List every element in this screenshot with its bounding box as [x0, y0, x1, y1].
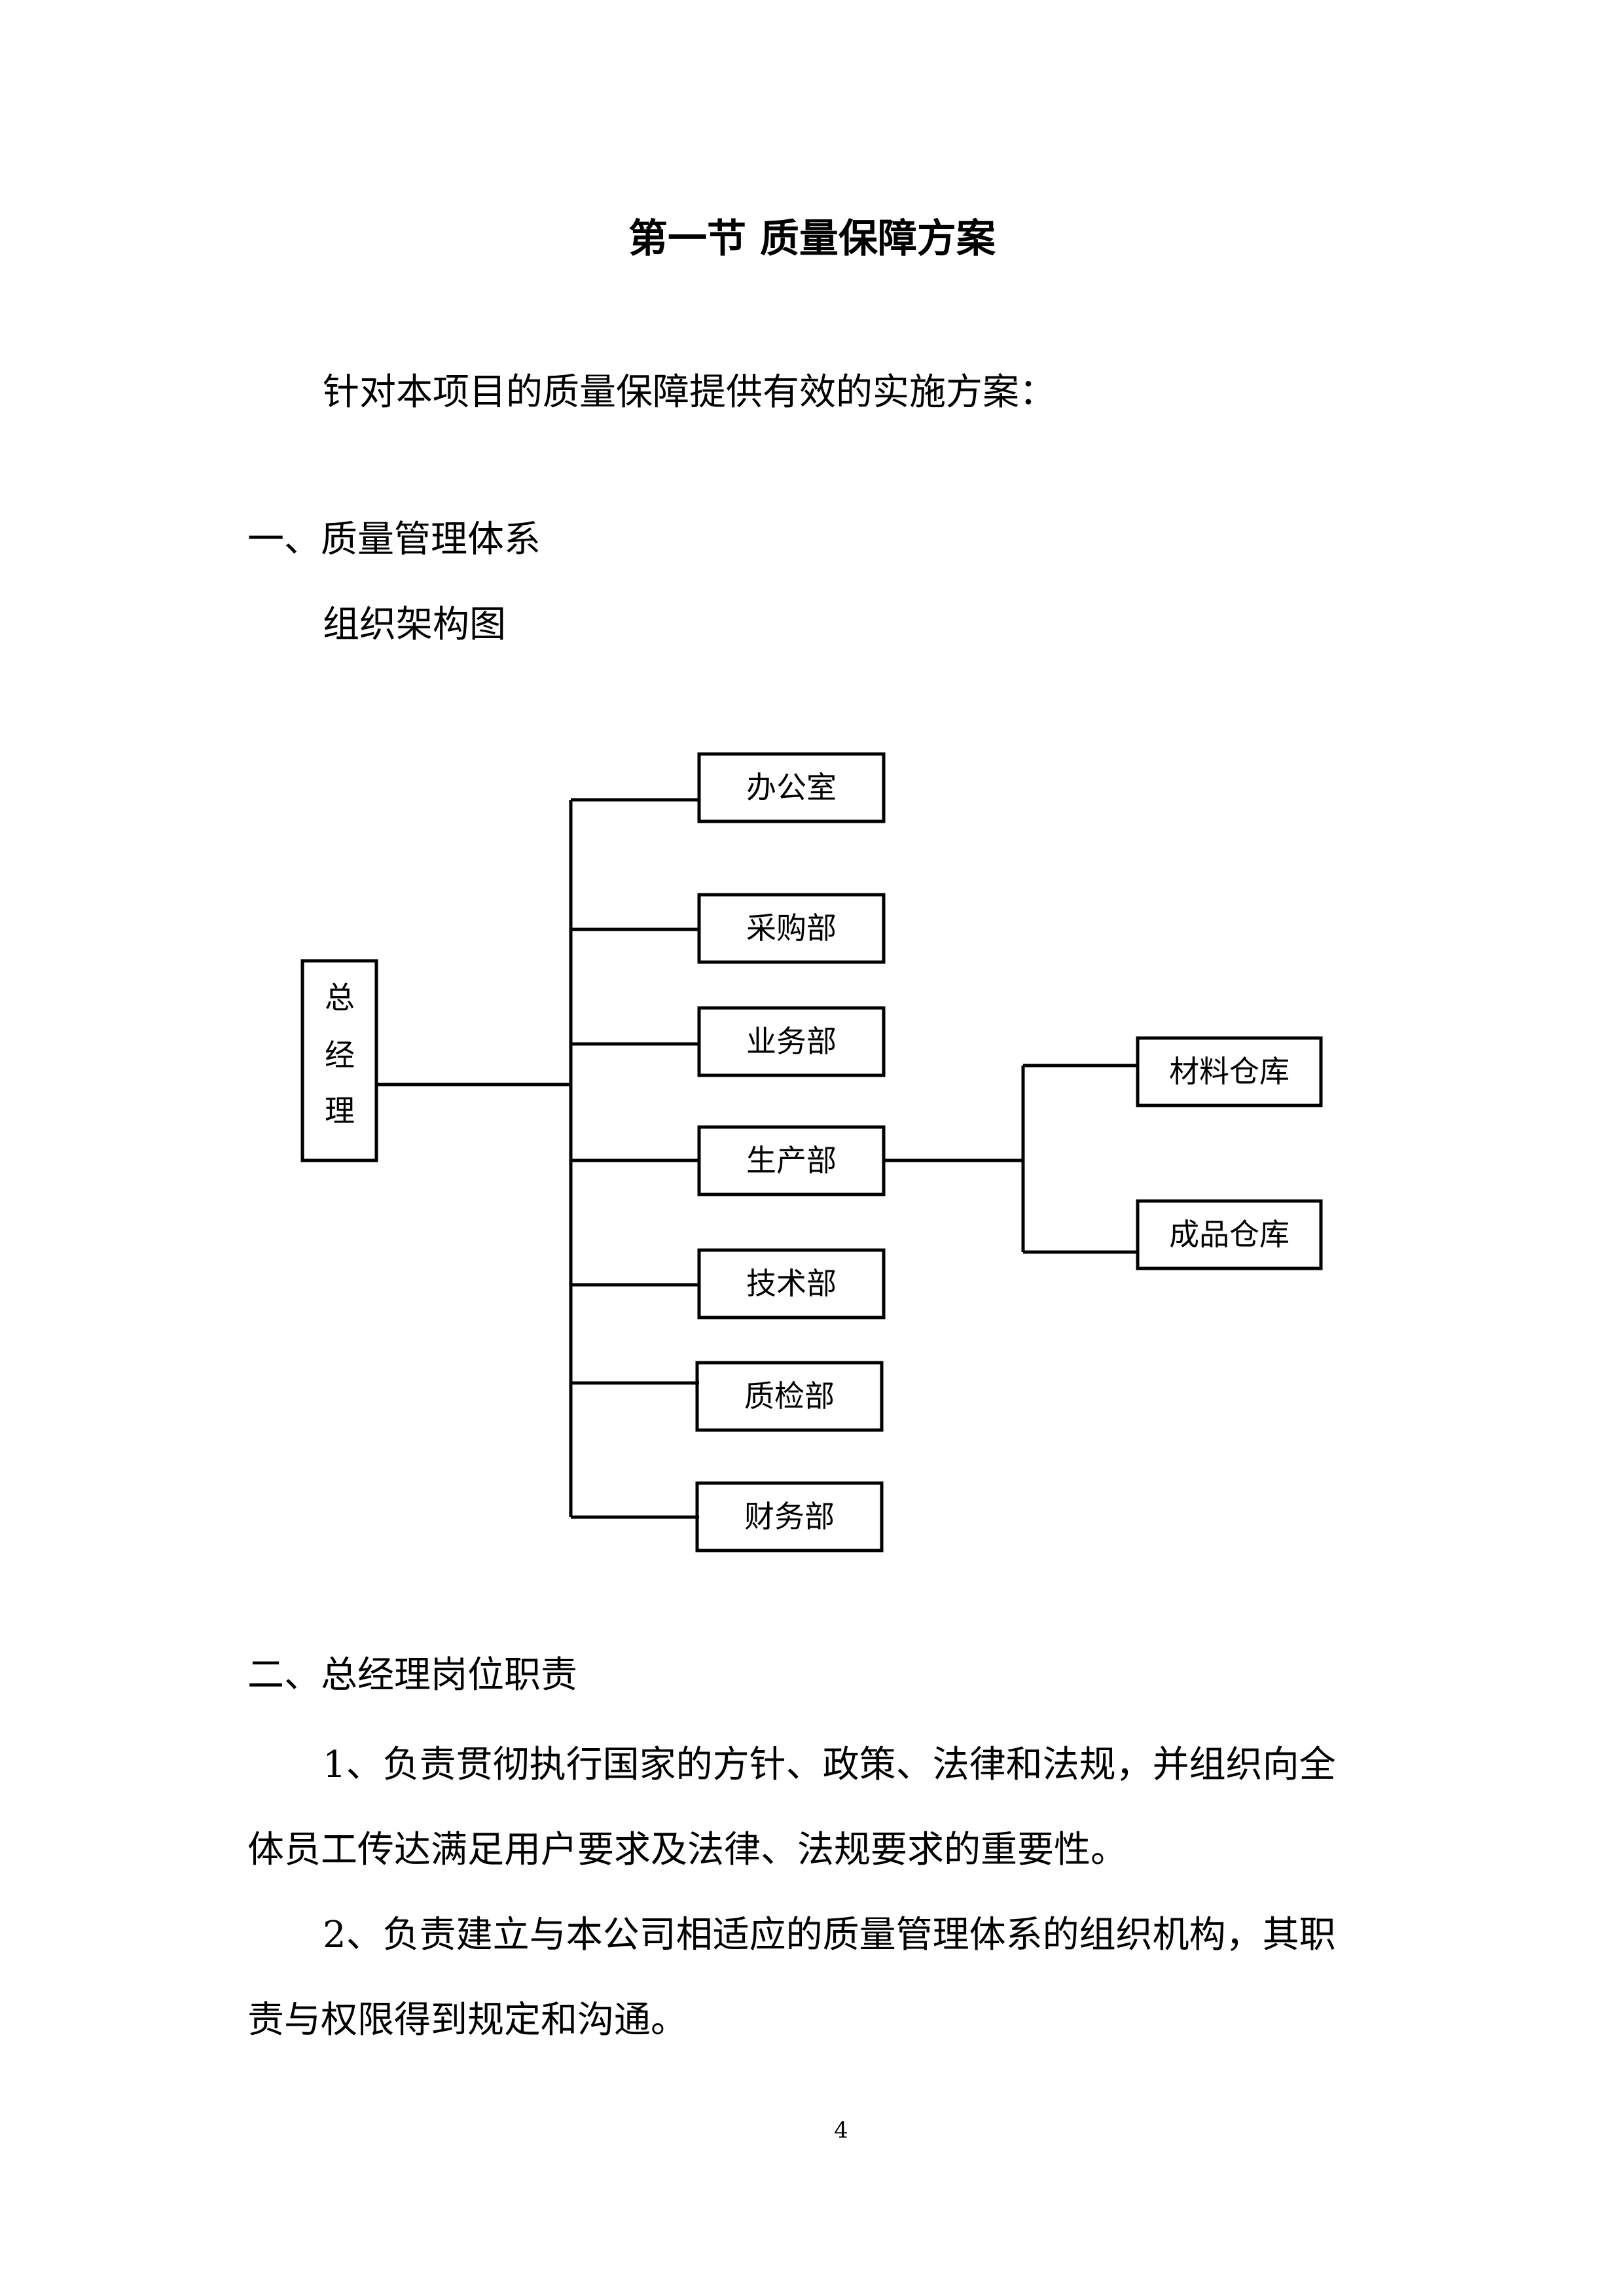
dept-box-purchasing	[697, 893, 886, 964]
root-label-char-1: 总	[325, 980, 355, 1015]
page-number: 4	[834, 2117, 848, 2144]
section-heading-gm-duties: 二、总经理岗位职责	[247, 1654, 577, 1696]
org-chart-caption: 组织架构图	[323, 603, 506, 646]
root-label-char-2: 经	[325, 1037, 355, 1073]
dept-label-purchasing: 采购部	[746, 910, 837, 946]
dept-label-production: 生产部	[746, 1143, 837, 1178]
dept-label-quality: 质检部	[744, 1378, 835, 1414]
dept-label-business: 业务部	[746, 1024, 837, 1059]
duty-1-line-1: 1、负责贯彻执行国家的方针、政策、法律和法规，并组织向全	[323, 1744, 1336, 1786]
dept-label-technology: 技术部	[746, 1266, 837, 1301]
dept-box-quality	[695, 1361, 884, 1432]
sub-box-material-warehouse	[1136, 1036, 1323, 1107]
page-title: 第一节 质量保障方案	[628, 216, 996, 262]
sub-label-product-warehouse: 成品仓库	[1169, 1217, 1290, 1252]
sub-label-material-warehouse: 材料仓库	[1169, 1054, 1290, 1089]
root-label-char-3: 理	[325, 1093, 355, 1128]
intro-paragraph: 针对本项目的质量保障提供有效的实施方案：	[323, 371, 1056, 414]
dept-box-technology	[697, 1248, 886, 1319]
sub-box-product-warehouse	[1136, 1199, 1323, 1270]
section-heading-quality-system: 一、质量管理体系	[247, 518, 541, 561]
dept-box-finance	[695, 1481, 884, 1552]
dept-box-business	[697, 1006, 886, 1077]
duty-2-line-2: 责与权限得到规定和沟通。	[247, 1999, 687, 2041]
org-chart: 总 经 理 办公室 采购部 业务部 生产部 技术部 质检部 财务部 材料仓库 成…	[300, 752, 1323, 1552]
dept-box-production	[697, 1125, 886, 1196]
dept-label-finance: 财务部	[744, 1499, 835, 1534]
duty-2-line-1: 2、负责建立与本公司相适应的质量管理体系的组织机构，其职	[323, 1914, 1336, 1956]
root-box	[300, 959, 378, 1162]
dept-label-office: 办公室	[746, 770, 837, 805]
dept-box-office	[697, 752, 886, 823]
duty-1-line-2: 体员工传达满足用户要求及法律、法规要求的重要性。	[247, 1829, 1127, 1871]
